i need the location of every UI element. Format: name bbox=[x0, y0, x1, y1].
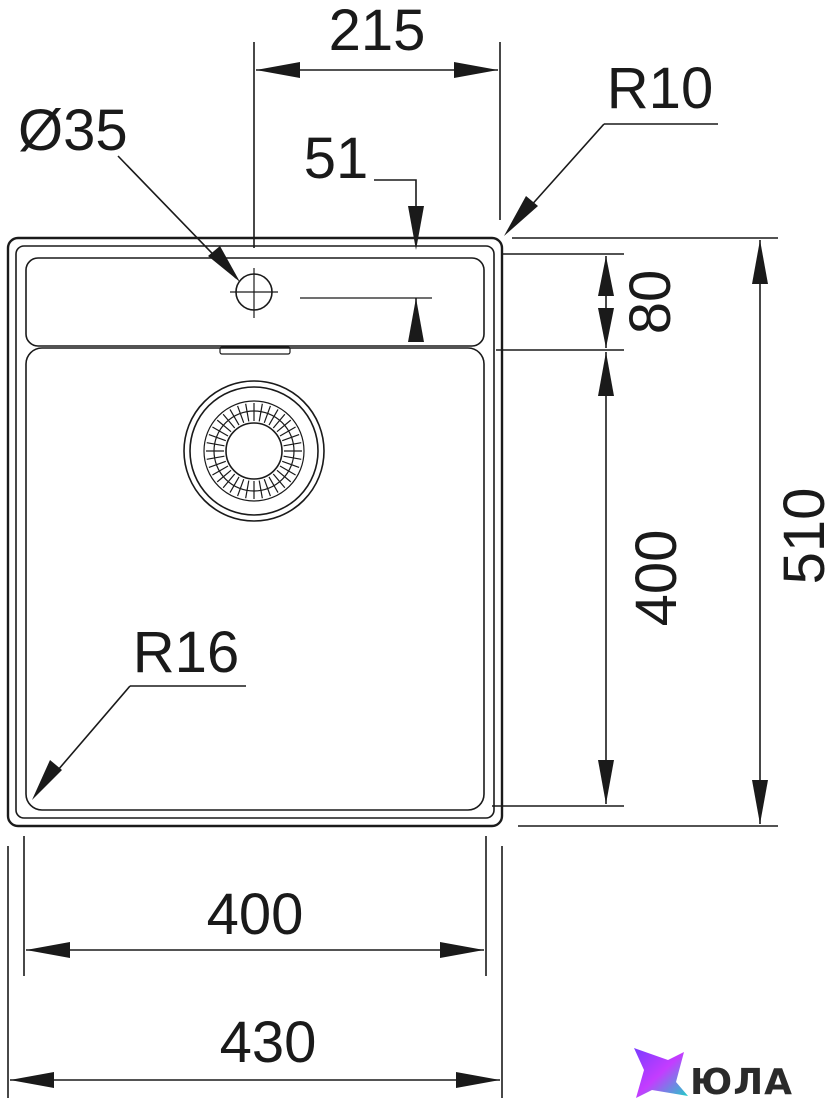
sink-bowl bbox=[25, 347, 485, 811]
strainer-rib bbox=[237, 405, 245, 424]
sink-inner-rim bbox=[15, 245, 495, 819]
label-510: 510 bbox=[772, 488, 829, 585]
strainer-rib bbox=[263, 478, 271, 497]
sink-outer-rim bbox=[6, 236, 504, 828]
overflow-slot bbox=[219, 346, 291, 355]
label-r10: R10 bbox=[607, 56, 713, 121]
dim-faucet-hole: Ø35 bbox=[18, 98, 240, 282]
strainer-rib bbox=[258, 403, 263, 422]
strainer-rib bbox=[237, 478, 245, 497]
strainer-rib bbox=[206, 442, 225, 447]
strainer-rib bbox=[279, 426, 296, 437]
drain-strainer bbox=[183, 380, 325, 522]
strainer-rib bbox=[212, 465, 229, 476]
strainer-rib bbox=[222, 413, 236, 429]
dim-outer-radius: R10 bbox=[504, 56, 718, 236]
brand-watermark: ЮЛА bbox=[634, 1048, 793, 1100]
strainer-rib bbox=[245, 480, 250, 499]
faucet-hole bbox=[230, 268, 278, 318]
strainer-rib bbox=[272, 413, 286, 429]
dim-overall-width: 430 bbox=[7, 846, 503, 1098]
label-r16: R16 bbox=[133, 620, 239, 685]
strainer-rib bbox=[245, 403, 250, 422]
dim-ledge-depth: 80 bbox=[496, 253, 683, 351]
label-80: 80 bbox=[618, 270, 683, 335]
strainer-rib bbox=[229, 476, 240, 493]
strainer-rib bbox=[263, 405, 271, 424]
dim-overall-depth: 510 bbox=[512, 237, 829, 827]
label-400-horizontal: 400 bbox=[207, 882, 304, 947]
strainer-rib bbox=[216, 469, 232, 483]
strainer-rib bbox=[268, 409, 279, 426]
strainer-rib bbox=[283, 455, 302, 460]
strainer-rib bbox=[229, 409, 240, 426]
dim-bowl-width: 400 bbox=[23, 836, 487, 976]
strainer-rib bbox=[283, 442, 302, 447]
strainer-rib bbox=[206, 455, 225, 460]
dim-top-width: 215 bbox=[253, 0, 501, 248]
strainer-rib bbox=[279, 465, 296, 476]
label-51: 51 bbox=[304, 126, 369, 191]
dim-faucet-offset: 51 bbox=[300, 126, 432, 342]
strainer-rib bbox=[212, 426, 229, 437]
strainer-rib bbox=[281, 460, 300, 468]
brand-logo-icon bbox=[634, 1048, 688, 1098]
strainer-rib bbox=[272, 473, 286, 489]
strainer-rib bbox=[208, 460, 227, 468]
faucet-ledge bbox=[25, 257, 485, 347]
label-400-vertical: 400 bbox=[624, 530, 689, 627]
label-430: 430 bbox=[220, 1010, 317, 1075]
strainer-rib bbox=[208, 434, 227, 442]
strainer-rib bbox=[276, 469, 292, 483]
strainer-rib bbox=[258, 480, 263, 499]
strainer-rib bbox=[276, 419, 292, 433]
strainer-rib bbox=[222, 473, 236, 489]
label-diameter-35: Ø35 bbox=[18, 98, 128, 163]
strainer-rib bbox=[268, 476, 279, 493]
label-215: 215 bbox=[329, 0, 426, 63]
brand-name: ЮЛА bbox=[690, 1062, 793, 1100]
sink-body bbox=[6, 236, 504, 828]
dim-bowl-radius: R16 bbox=[32, 620, 246, 800]
dim-bowl-depth: 400 bbox=[492, 352, 689, 807]
strainer-rib bbox=[216, 419, 232, 433]
strainer-rib bbox=[281, 434, 300, 442]
